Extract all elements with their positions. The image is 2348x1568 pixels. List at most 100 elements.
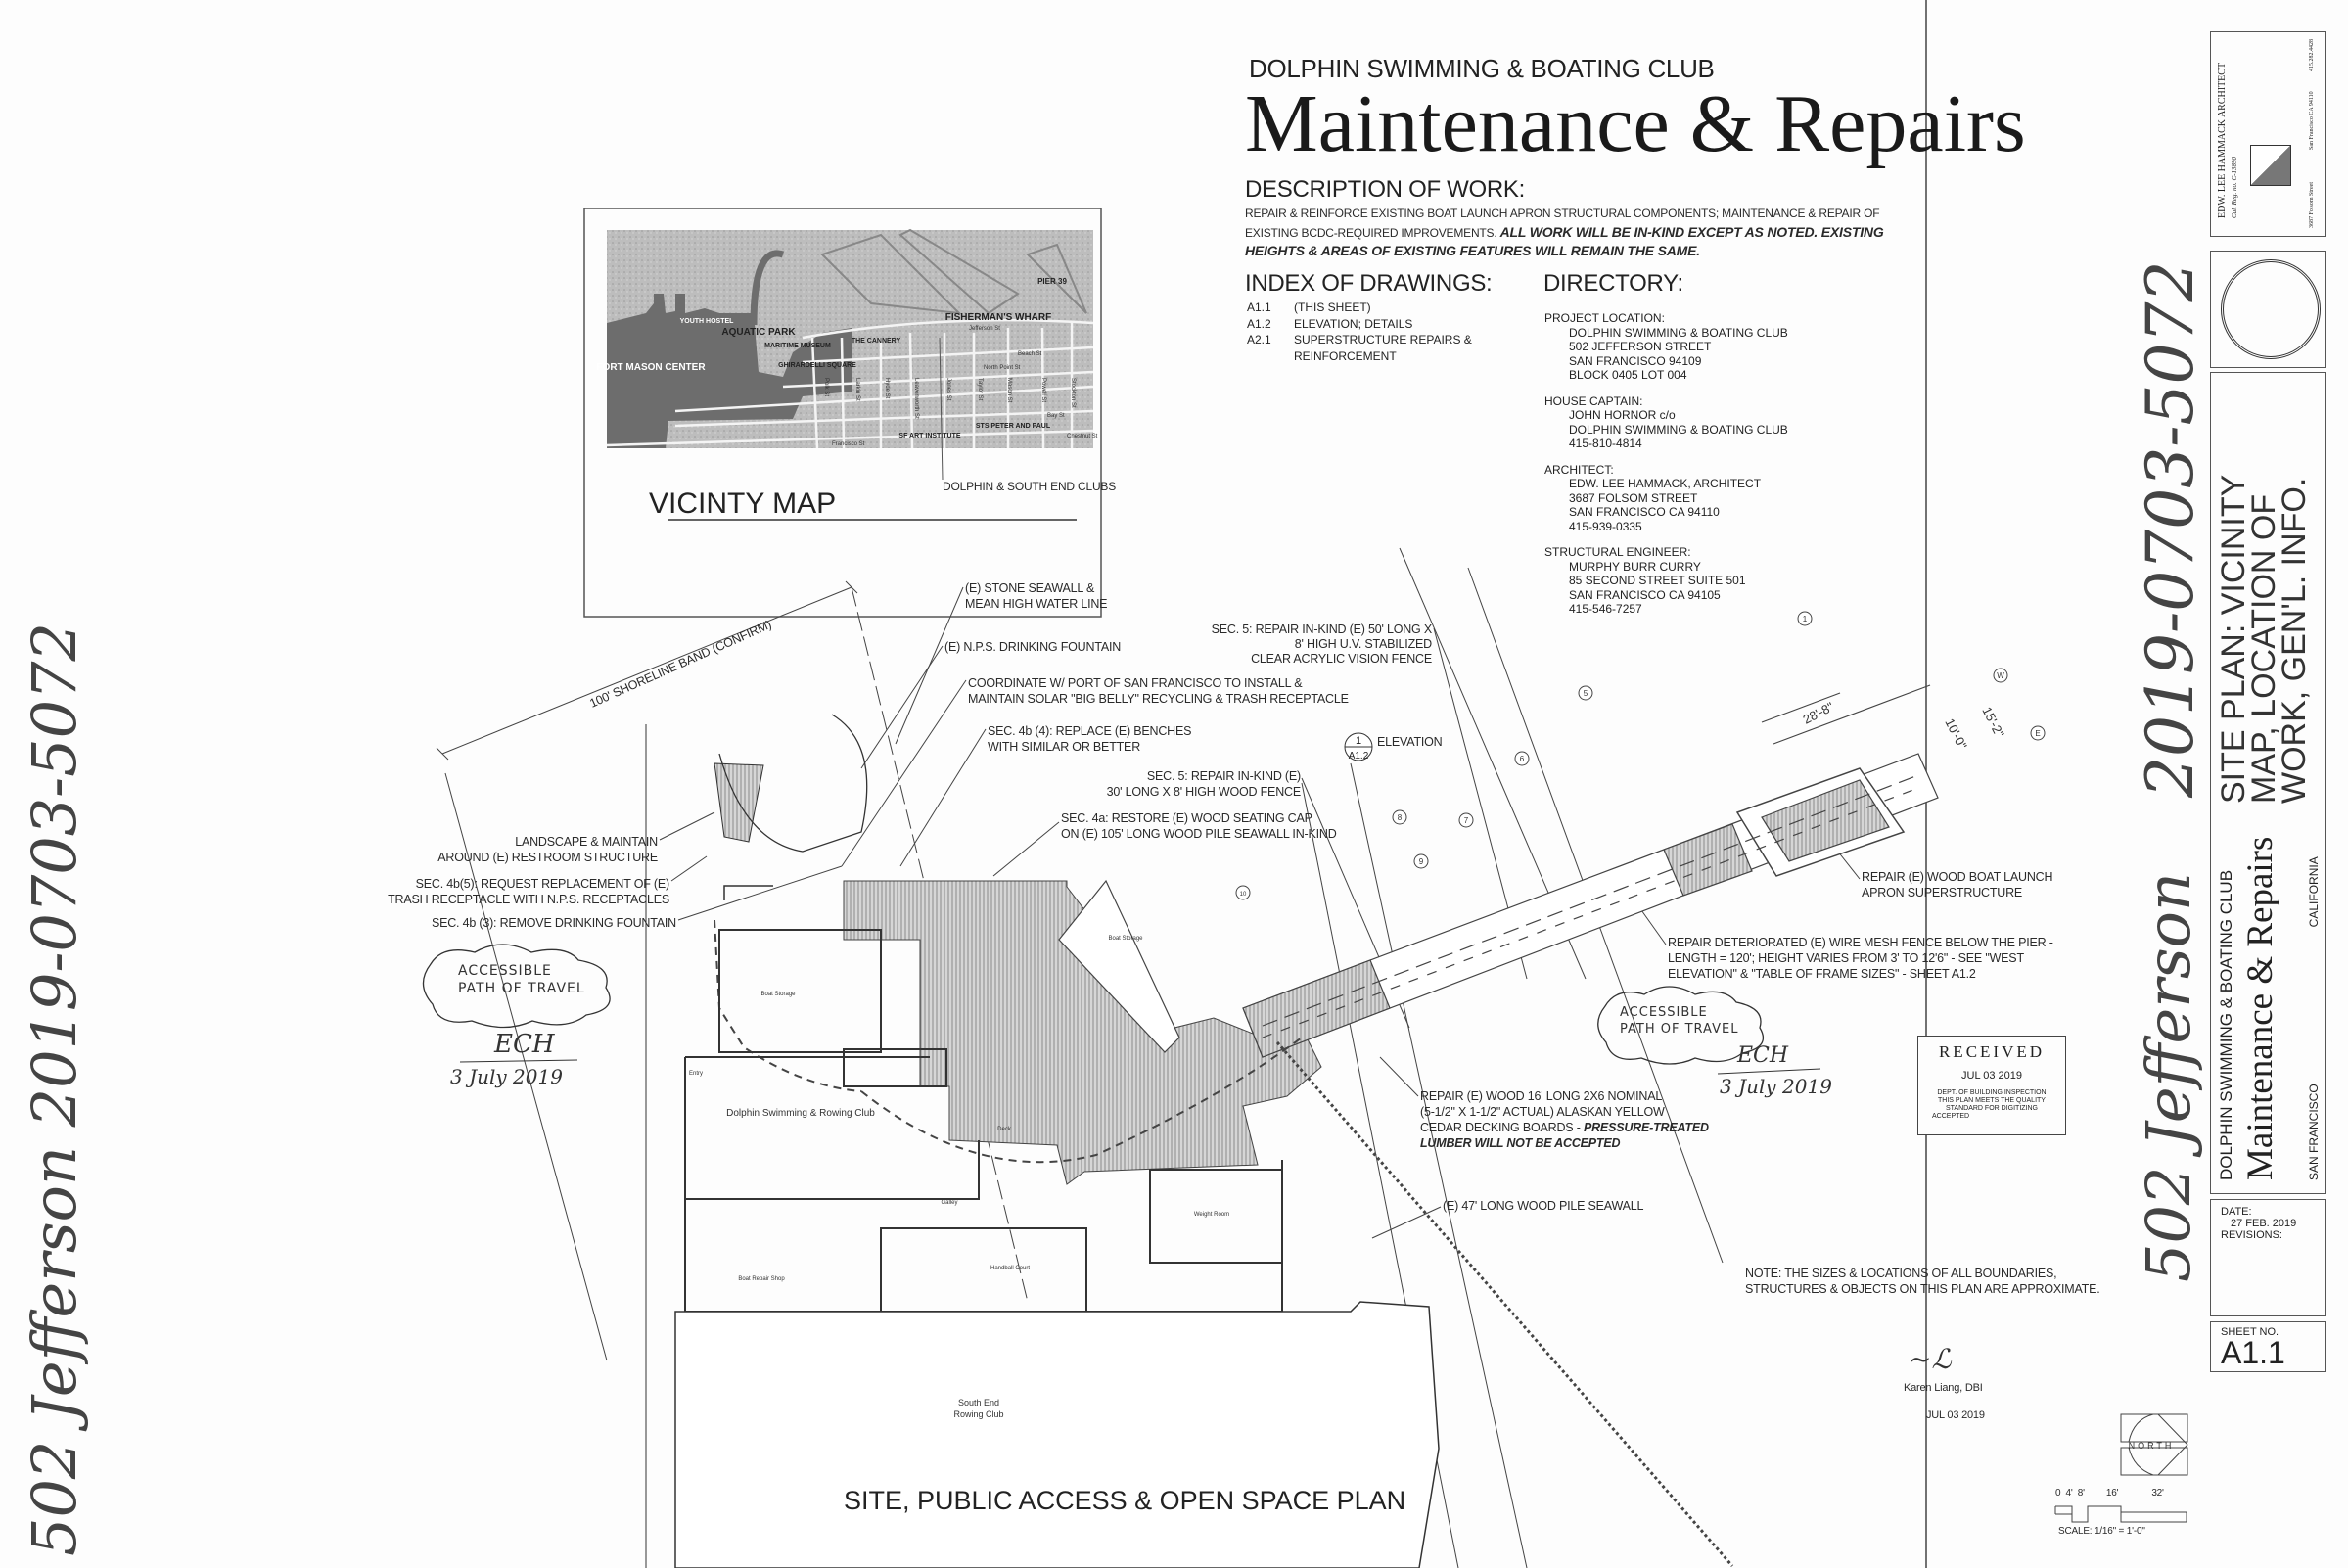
- architect-city: San Francisco CA 94110: [2309, 91, 2315, 150]
- stamp-title: RECEIVED: [1938, 1042, 2046, 1061]
- architect-box: EDW. LEE HAMMACK ARCHITECT Cal. Reg. no.…: [2210, 31, 2326, 237]
- map-street-label: Stockton St: [1070, 378, 1076, 408]
- elevation-marker-sheet: A1.2: [1349, 751, 1369, 761]
- handwritten-date-right: 3 July 2019: [1720, 1075, 1832, 1098]
- initials-underline-right: [1717, 1068, 1821, 1075]
- vicinity-map-image: FORT MASON CENTER AQUATIC PARK YOUTH HOS…: [596, 228, 1098, 449]
- project-title: Maintenance & Repairs: [2240, 836, 2280, 1180]
- note-decking: REPAIR (E) WOOD 16' LONG 2X6 NOMINAL(5-1…: [1420, 1089, 1709, 1150]
- project-club: DOLPHIN SWIMMING & BOATING CLUB: [2217, 869, 2235, 1180]
- room-labels: Dolphin Swimming & Rowing Club South End…: [689, 936, 1229, 1419]
- map-label: AQUATIC PARK: [721, 327, 796, 338]
- description-line: EXISTING BCDC-REQUIRED IMPROVEMENTS.: [1245, 226, 1497, 240]
- scale-ticks: 0 4' 8'16'32': [2055, 1488, 2164, 1499]
- cloud-outline-right: [1597, 986, 1765, 1065]
- sheet-no-label: SHEET NO.: [2221, 1326, 2279, 1338]
- note-fountain: (E) N.P.S. DRINKING FOUNTAIN: [944, 640, 1122, 654]
- map-street-label: Larkin St: [854, 378, 860, 401]
- map-street-label: Jones St: [945, 378, 951, 401]
- map-street-label: Powell St: [1040, 378, 1046, 402]
- map-street-label: Polk St: [823, 378, 829, 396]
- note-coordinate: COORDINATE W/ PORT OF SAN FRANCISCO TO I…: [968, 676, 1349, 706]
- room-label: Entry: [689, 1071, 703, 1077]
- map-street-label: Mason St: [1006, 378, 1012, 403]
- pier-dimensions: 28'-8" 10'-0" 15'-2": [1801, 699, 2007, 752]
- architect-street: 3687 Folsom Street: [2309, 181, 2315, 228]
- date-box: DATE: 27 FEB. 2019 REVISIONS:: [2210, 1199, 2326, 1316]
- architect-logo: [2250, 145, 2291, 186]
- handwritten-date-left: 3 July 2019: [450, 1065, 563, 1088]
- note-wire-mesh: REPAIR DETERIORATED (E) WIRE MESH FENCE …: [1668, 936, 2053, 981]
- map-label: STS PETER AND PAUL: [976, 423, 1051, 430]
- handwritten-initials-right: ECH: [1737, 1043, 1789, 1068]
- handwritten-address: 502 Jefferson: [2133, 872, 2204, 1282]
- initials-underline-left: [459, 1059, 578, 1063]
- vicinity-map-title: VICINTY MAP: [649, 487, 837, 520]
- room-label: Boat Storage: [760, 992, 796, 997]
- plan-title: SITE, PUBLIC ACCESS & OPEN SPACE PLAN: [844, 1486, 1406, 1515]
- north-arrow: NORTH: [2120, 1413, 2188, 1476]
- map-street-label: Francisco St: [832, 441, 865, 447]
- note-elevation: ELEVATION: [1377, 735, 1443, 749]
- date-label: DATE:: [2221, 1206, 2252, 1218]
- club-name: DOLPHIN SWIMMING & BOATING CLUB: [1249, 54, 1715, 83]
- grid-label: W: [1997, 671, 2004, 680]
- map-street-label: North Point St: [984, 365, 1021, 371]
- map-street-label: Leavenworth St: [913, 378, 919, 419]
- architect-name: EDW. LEE HAMMACK ARCHITECT: [2217, 62, 2228, 218]
- room-label: Galley: [941, 1200, 957, 1206]
- deck-area: [843, 879, 1322, 1185]
- stamp-date: JUL 03 2019: [1961, 1070, 2022, 1082]
- note-wood-fence: SEC. 5: REPAIR IN-KIND (E)30' LONG X 8' …: [1106, 769, 1302, 799]
- room-label: Handball Court: [990, 1266, 1030, 1271]
- building-walls: [645, 714, 1440, 1568]
- project-location: SAN FRANCISCOCALIFORNIA: [2307, 856, 2321, 1180]
- seal-box: [2210, 251, 2326, 368]
- architect-phone: 415.282.4428: [2309, 39, 2315, 71]
- scale-label: SCALE: 1/16" = 1'-0": [2058, 1526, 2145, 1537]
- map-label: YOUTH HOSTEL: [680, 318, 735, 325]
- approval-date: JUL 03 2019: [1926, 1409, 1985, 1421]
- pier: [714, 684, 1939, 1567]
- grid-label: 6: [1520, 755, 1525, 763]
- note-approximate: NOTE: THE SIZES & LOCATIONS OF ALL BOUND…: [1745, 1267, 2100, 1296]
- room-label: Boat Storage: [1108, 936, 1143, 942]
- north-label: NORTH: [2129, 1441, 2175, 1451]
- handwritten-permit-bottom: 502 Jefferson 2019-0703-5072: [19, 623, 90, 1556]
- approver-name: Karen Liang, DBI: [1904, 1382, 1983, 1394]
- architect-reg: Cal. Reg. no. C-13890: [2231, 157, 2238, 218]
- grid-label: 1: [1803, 615, 1808, 623]
- index-item-cont: REINFORCEMENT: [1294, 348, 1397, 363]
- map-street-label: Jefferson St: [969, 326, 1000, 332]
- elevation-marker: 1 A1.2: [1344, 732, 1373, 761]
- description-body: REPAIR & REINFORCE EXISTING BOAT LAUNCH …: [1245, 206, 1884, 258]
- handwritten-permit-top: 2019-0703-5072: [2133, 260, 2208, 799]
- description-line: REPAIR & REINFORCE EXISTING BOAT LAUNCH …: [1245, 207, 1880, 220]
- room-label: Dolphin Swimming & Rowing Club: [726, 1108, 875, 1119]
- cloud-outline-left: [422, 944, 611, 1029]
- map-street-label: Hyde St: [884, 378, 890, 399]
- elevation-marker-num: 1: [1356, 735, 1361, 747]
- received-stamp: RECEIVED JUL 03 2019 DEPT. OF BUILDING I…: [1917, 1036, 2066, 1135]
- description-emphasis: HEIGHTS & AREAS OF EXISTING FEATURES WIL…: [1245, 243, 1700, 258]
- vicinity-callout: DOLPHIN & SOUTH END CLUBS: [943, 480, 1117, 493]
- grid-label: 8: [1398, 813, 1403, 822]
- grid-label: 7: [1464, 816, 1469, 825]
- description-heading: DESCRIPTION OF WORK:: [1245, 176, 1526, 203]
- dimension-label: 15'-2": [1979, 705, 2007, 741]
- room-label: Weight Room: [1194, 1212, 1229, 1218]
